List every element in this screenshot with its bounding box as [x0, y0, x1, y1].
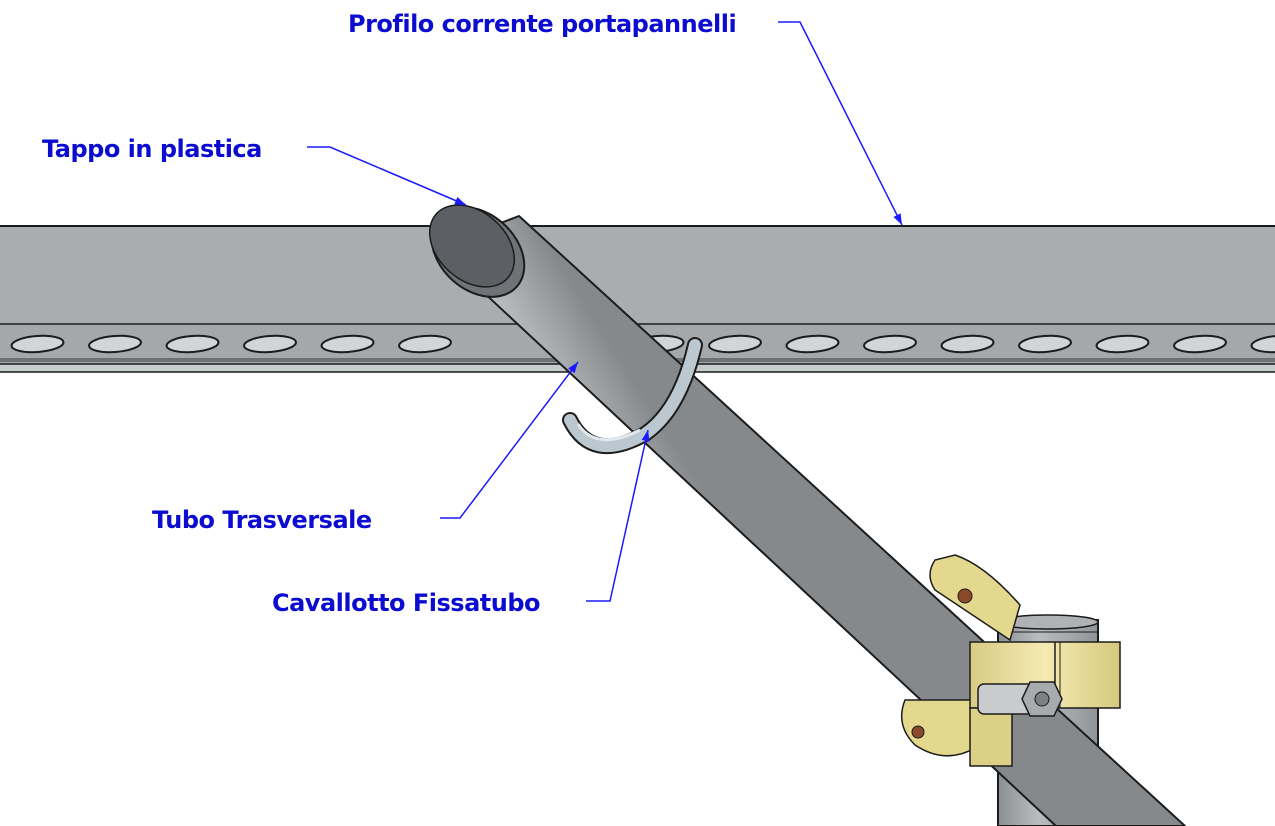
rail-slot [785, 334, 840, 354]
leader-tubo-arrowhead [568, 362, 578, 374]
swivel-clamp [900, 554, 1121, 767]
leader-tubo [440, 361, 579, 519]
u-bolt-bracket [562, 337, 703, 455]
rail-slots [10, 334, 1275, 354]
rail-slot [1250, 334, 1275, 354]
leader-cavallotto-arrowhead [641, 430, 650, 442]
rail-slot [243, 334, 297, 354]
leader-tappo [307, 146, 467, 206]
leader-tappo-arrowhead [454, 197, 466, 205]
rail-slot [1095, 334, 1150, 354]
callout-labels: Profilo corrente portapannelli Tappo in … [42, 10, 737, 617]
label-tubo-trasversale: Tubo Trasversale [152, 506, 372, 534]
rail-slot [708, 334, 762, 354]
leader-cavallotto [586, 429, 649, 602]
leader-lines [307, 21, 903, 602]
plastic-end-cap [428, 204, 526, 298]
rail-slot [940, 334, 995, 354]
label-cavallotto-fissatubo: Cavallotto Fissatubo [272, 589, 540, 617]
rail-slot [1173, 334, 1227, 354]
leader-profilo [778, 21, 903, 226]
rail-slot [398, 334, 452, 354]
rail-slot [863, 334, 917, 354]
label-tappo-plastica: Tappo in plastica [42, 135, 262, 163]
rail-slot [1018, 334, 1072, 354]
rail-slot [88, 334, 142, 354]
leader-profilo-arrowhead [893, 213, 902, 225]
rail-slot [10, 334, 65, 354]
rail-slot [165, 334, 220, 354]
rail-slot [320, 334, 375, 354]
label-profilo-corrente: Profilo corrente portapannelli [348, 10, 736, 38]
